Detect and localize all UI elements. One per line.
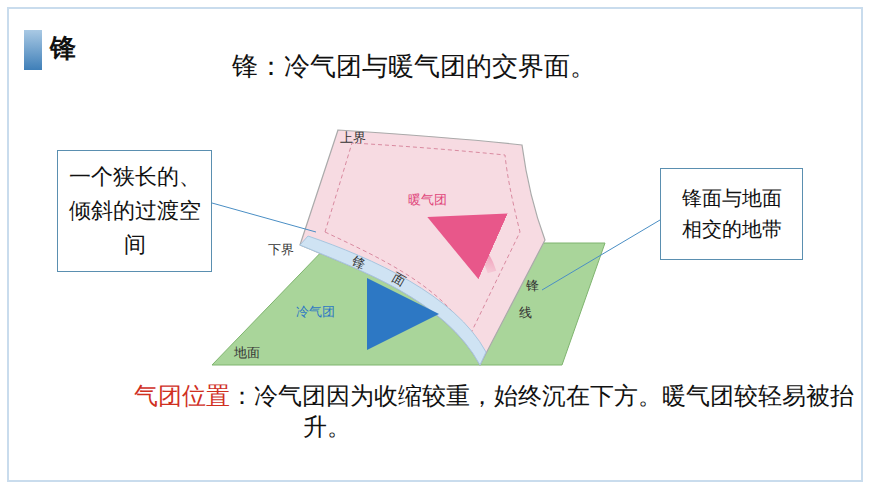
dashed-outline <box>325 143 520 335</box>
note-key: 气团位置 <box>134 382 230 409</box>
title-bar <box>24 30 42 70</box>
heading: 锋：冷气团与暖气团的交界面。 <box>232 52 596 82</box>
leader-line <box>212 203 316 232</box>
part-label: 下界 <box>268 243 294 258</box>
part-label: 面 <box>389 271 408 290</box>
slide-title: 锋 <box>50 34 76 64</box>
lower-band <box>300 236 486 365</box>
callout-text: 锋面与地面相交的地带 <box>681 183 783 245</box>
part-label: 地面 <box>234 346 260 361</box>
leader-line <box>542 220 660 290</box>
part-label: 冷气团 <box>296 305 335 320</box>
front-surface <box>300 130 545 365</box>
warm-arrow <box>452 228 492 272</box>
callout-text: 一个狭长的、倾斜的过渡空间 <box>68 160 202 262</box>
part-label: 锋 <box>526 279 539 294</box>
note-paragraph: 气团位置：冷气团因为收缩较重，始终沉在下方。暖气团较轻易被抬升。 <box>134 380 868 442</box>
part-label: 锋 <box>349 254 367 273</box>
note-text: ：冷气团因为收缩较重，始终沉在下方。暖气团较轻易被抬升。 <box>230 382 854 440</box>
callout-box: 锋面与地面相交的地带 <box>660 168 803 260</box>
part-label: 上界 <box>340 131 366 146</box>
slide-frame <box>8 8 862 481</box>
part-label: 线 <box>519 306 532 321</box>
callout-box: 一个狭长的、倾斜的过渡空间 <box>57 150 212 272</box>
part-label: 暖气团 <box>408 193 447 208</box>
cold-arrow <box>362 310 412 319</box>
